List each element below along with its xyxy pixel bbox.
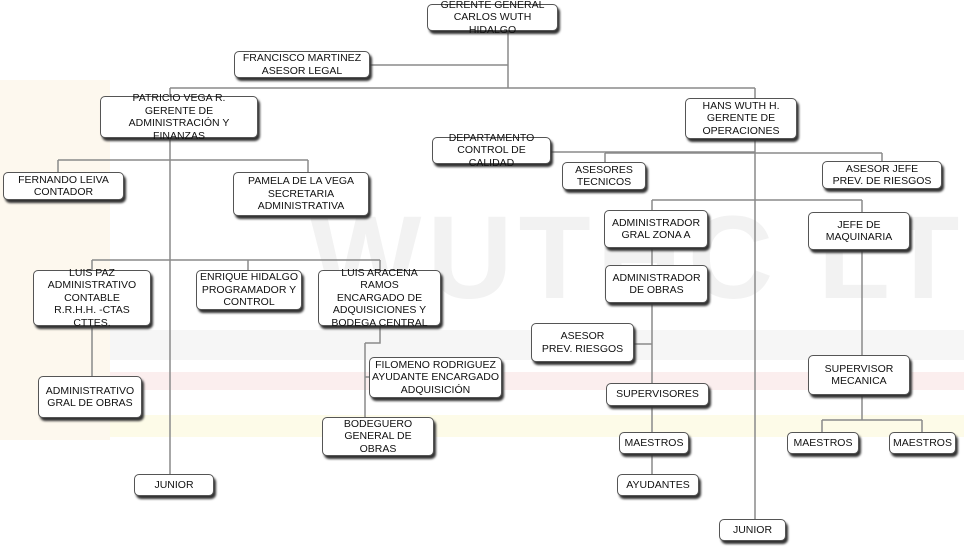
node-asesor-jefe-riesgos[interactable]: ASESOR JEFE PREV. DE RIESGOS: [822, 161, 942, 189]
node-administrativo-contable[interactable]: LUIS PAZ ADMINISTRATIVO CONTABLE R.R.H.H…: [33, 267, 151, 329]
node-junior-administracion[interactable]: JUNIOR: [134, 474, 214, 496]
node-ayudantes[interactable]: AYUDANTES: [617, 474, 699, 496]
node-programador[interactable]: ENRIQUE HIDALGO PROGRAMADOR Y CONTROL: [196, 270, 302, 310]
connector: [57, 159, 309, 172]
node-ayudante-adquisicion[interactable]: FILOMENO RODRIGUEZ AYUDANTE ENCARGADO AD…: [369, 357, 502, 398]
watermark-band: [0, 415, 964, 437]
node-junior-operaciones[interactable]: JUNIOR: [719, 519, 786, 541]
node-asesor-prev-riesgos[interactable]: ASESOR PREV. RIESGOS: [531, 323, 634, 362]
node-maestros-mecanica-2[interactable]: MAESTROS: [889, 432, 956, 454]
node-asesores-tecnicos[interactable]: ASESORES TECNICOS: [562, 162, 646, 190]
node-supervisores[interactable]: SUPERVISORES: [606, 383, 709, 406]
node-maestros-mecanica-1[interactable]: MAESTROS: [787, 432, 859, 454]
node-jefe-maquinaria[interactable]: JEFE DE MAQUINARIA: [808, 212, 910, 250]
node-admin-obras[interactable]: ADMINISTRADOR DE OBRAS: [605, 265, 708, 303]
watermark-band: [0, 330, 964, 360]
node-bodeguero[interactable]: BODEGUERO GENERAL DE OBRAS: [322, 417, 434, 456]
node-supervisor-mecanica[interactable]: SUPERVISOR MECANICA: [808, 355, 910, 395]
node-control-calidad[interactable]: DEPARTAMENTO CONTROL DE CALIDAD: [432, 132, 551, 169]
connector: [91, 259, 381, 376]
node-admin-zona-a[interactable]: ADMINISTRADOR GRAL ZONA A: [604, 210, 708, 248]
connector: [551, 151, 883, 162]
node-contador[interactable]: FERNANDO LEIVA CONTADOR: [3, 172, 124, 200]
node-administrativo-obras[interactable]: ADMINISTRATIVO GRAL DE OBRAS: [38, 376, 142, 418]
node-secretaria[interactable]: PAMELA DE LA VEGA SECRETARIA ADMINISTRAT…: [233, 172, 369, 216]
connector: [634, 199, 923, 474]
node-asesor-legal[interactable]: FRANCISCO MARTINEZ ASESOR LEGAL: [234, 51, 370, 78]
node-gerente-operaciones[interactable]: HANS WUTH H. GERENTE DE OPERACIONES: [685, 98, 797, 139]
node-encargado-adquisiciones[interactable]: LUIS ARACENA RAMOS ENCARGADO DE ADQUISIC…: [318, 267, 441, 329]
connector: [169, 31, 756, 519]
node-maestros[interactable]: MAESTROS: [619, 432, 689, 454]
node-gerente-general[interactable]: GERENTE GENERAL CARLOS WUTH HIDALGO: [427, 0, 558, 36]
node-gerente-administracion[interactable]: PATRICIO VEGA R. GERENTE DE ADMINISTRACI…: [100, 92, 258, 142]
